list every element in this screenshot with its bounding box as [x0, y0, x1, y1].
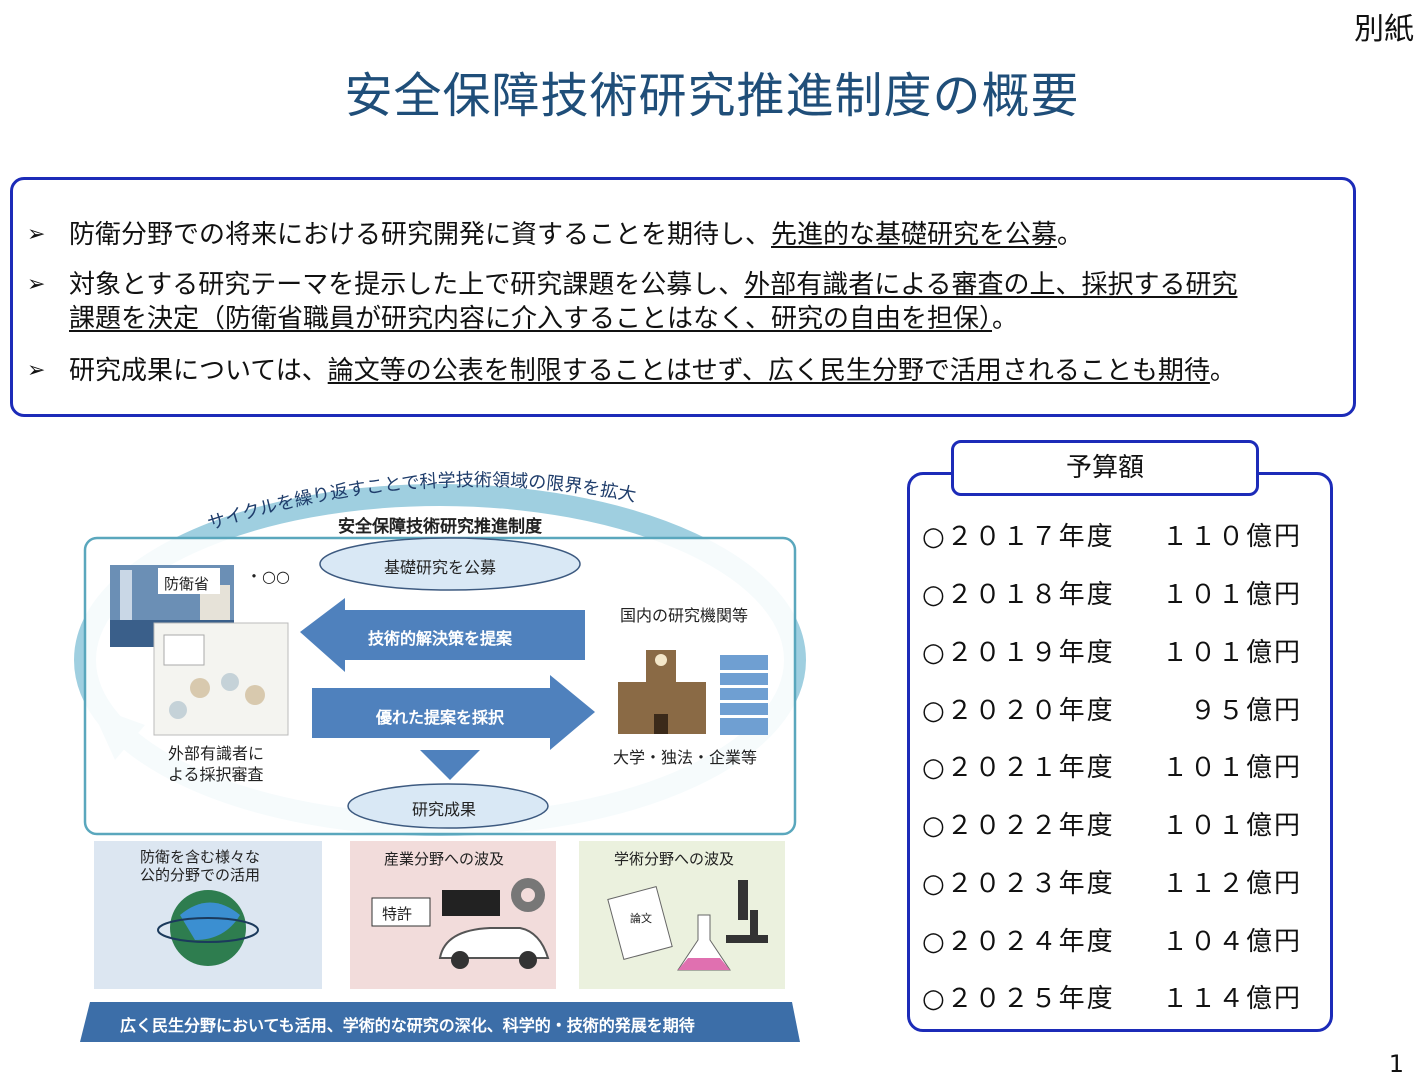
panel3-title: 学術分野への波及 — [614, 850, 735, 868]
bullet-1: ➢ 防衛分野での将来における研究開発に資することを期待し、先進的な基礎研究を公募… — [27, 218, 1083, 252]
budget-row: ○２０２１年度 １０１億円 — [922, 747, 1302, 787]
budget-amount: １０４億円 — [1161, 927, 1302, 957]
budget-row: ○２０１９年度 １０１億円 — [922, 632, 1302, 672]
bullet-2: ➢ 対象とする研究テーマを提示した上で研究課題を公募し、外部有識者による審査の上… — [27, 268, 1237, 336]
budget-amount: １０１億円 — [1161, 580, 1302, 610]
institutes-sub: 大学・独法・企業等 — [613, 748, 758, 767]
budget-title: 予算額 — [951, 440, 1259, 496]
panel1-line-1: 防衛を含む様々な — [140, 848, 261, 866]
budget-year: ○２０２１年度 — [922, 753, 1115, 783]
arrow-bullet-icon: ➢ — [27, 272, 46, 297]
arrow-right — [312, 675, 595, 750]
arrow-bullet-icon: ➢ — [27, 358, 46, 383]
arrow-left — [300, 598, 585, 672]
arrow-left-label: 技術的解決策を提案 — [368, 629, 513, 648]
cloud-top-label: 基礎研究を公募 — [384, 558, 497, 577]
budget-amount: １１４億円 — [1161, 984, 1302, 1014]
bullet-1-end: 。 — [1057, 220, 1084, 250]
bottom-banner — [80, 1002, 800, 1042]
budget-amount: ９５億円 — [1189, 696, 1302, 726]
car-icon — [438, 927, 550, 959]
budget-box — [907, 472, 1333, 1032]
budget-year: ○２０２５年度 — [922, 984, 1115, 1014]
page-title: 安全保障技術研究推進制度の概要 — [344, 68, 1080, 124]
budget-row: ○２０２５年度 １１４億円 — [922, 978, 1302, 1018]
bullet-3-end: 。 — [1209, 356, 1236, 386]
paper-label: 論文 — [630, 912, 652, 925]
budget-row: ○２０２０年度 ９５億円 — [922, 690, 1302, 730]
bullet-3-text: 研究成果については、 — [69, 356, 328, 386]
banner-text: 広く民生分野においても活用、学術的な研究の深化、科学的・技術的発展を期待 — [120, 1016, 695, 1035]
budget-amount: １０１億円 — [1161, 811, 1302, 841]
bullet-3: ➢ 研究成果については、論文等の公表を制限することはせず、広く民生分野で活用され… — [27, 354, 1236, 388]
microscope-icon — [738, 880, 748, 920]
cloud-bottom-label: 研究成果 — [412, 800, 477, 819]
budget-year: ○２０１８年度 — [922, 580, 1115, 610]
patent-box — [371, 897, 431, 927]
budget-amount: １１２億円 — [1161, 869, 1302, 899]
patent-label: 特許 — [382, 905, 413, 923]
institutes-title: 国内の研究機関等 — [620, 606, 749, 625]
panel2-title: 産業分野への波及 — [384, 850, 505, 868]
budget-row: ○２０１７年度 １１０億円 — [922, 516, 1302, 556]
program-title: 安全保障技術研究推進制度 — [338, 517, 542, 537]
budget-amount: １０１億円 — [1161, 753, 1302, 783]
budget-row: ○２０１８年度 １０１億円 — [922, 574, 1302, 614]
program-diagram: サイクルを繰り返すことで科学技術領域の限界を拡大 安全保障技術研究推進制度 防衛… — [50, 470, 840, 1050]
budget-year: ○２０１９年度 — [922, 638, 1115, 668]
budget-amount: １１０億円 — [1161, 522, 1302, 552]
cloud-bottom — [347, 783, 549, 829]
bullet-2-emphasis-line2: 課題を決定（防衛省職員が研究内容に介入することはなく、研究の自由を担保） — [69, 304, 993, 334]
review-line-2: よる採択審査 — [168, 765, 264, 784]
mod-label: 防衛省 — [164, 575, 210, 593]
budget-row: ○２０２２年度 １０１億円 — [922, 805, 1302, 845]
attachment-label: 別紙 — [1354, 12, 1414, 47]
bullet-2-text: 対象とする研究テーマを提示した上で研究課題を公募し、 — [69, 270, 745, 300]
budget-row: ○２０２４年度 １０４億円 — [922, 921, 1302, 961]
bullet-3-emphasis: 論文等の公表を制限することはせず、広く民生分野で活用されることも期待 — [327, 356, 1210, 386]
cloud-top — [319, 537, 581, 591]
bullet-1-emphasis: 先進的な基礎研究を公募 — [771, 220, 1058, 250]
budget-year: ○２０２３年度 — [922, 869, 1115, 899]
panel1-line-2: 公的分野での活用 — [140, 866, 261, 884]
paper-icon — [607, 885, 673, 961]
budget-row: ○２０２３年度 １１２億円 — [922, 863, 1302, 903]
budget-amount: １０１億円 — [1161, 638, 1302, 668]
review-line-1: 外部有識者に — [168, 744, 265, 763]
budget-year: ○２０２２年度 — [922, 811, 1115, 841]
arrow-bullet-icon: ➢ — [27, 222, 46, 247]
arrow-right-label: 優れた提案を採択 — [376, 708, 505, 727]
budget-year: ○２０２０年度 — [922, 696, 1115, 726]
overview-box: ➢ 防衛分野での将来における研究開発に資することを期待し、先進的な基礎研究を公募… — [10, 177, 1356, 417]
budget-year: ○２０１７年度 — [922, 522, 1115, 552]
arrow-down — [420, 750, 480, 780]
bullet-2-emphasis: 外部有識者による審査の上、採択する研究 — [744, 270, 1238, 300]
office-building-icon — [720, 655, 768, 735]
ellipsis-dots: ・○○ — [246, 567, 290, 586]
bullet-1-text: 防衛分野での将来における研究開発に資することを期待し、 — [69, 220, 772, 250]
bullet-2-end: 。 — [992, 304, 1019, 334]
budget-year: ○２０２４年度 — [922, 927, 1115, 957]
chip-icon — [442, 890, 500, 916]
page-number: 1 — [1388, 1050, 1404, 1078]
